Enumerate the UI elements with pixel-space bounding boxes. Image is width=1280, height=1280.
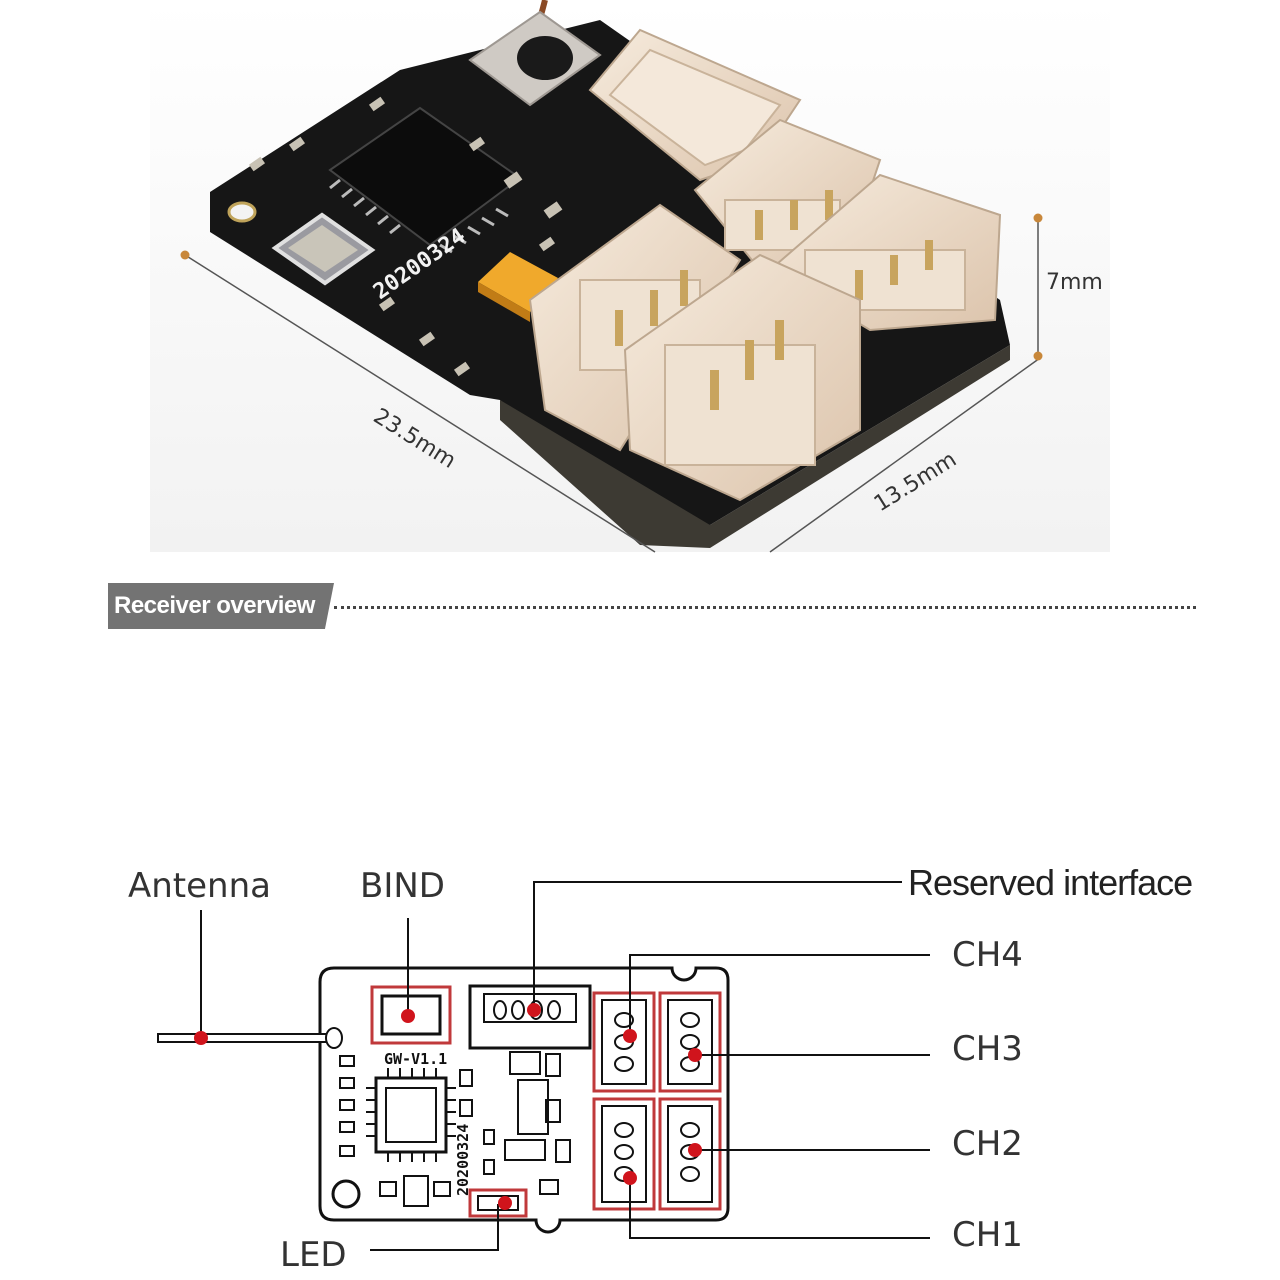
dimension-height-label: 7mm: [1046, 270, 1103, 295]
silkscreen-date: 20200324: [454, 1124, 472, 1196]
passive-pads: [339, 1051, 571, 1207]
marker-ch4: [623, 1029, 637, 1043]
connector-ch1: [623, 253, 861, 502]
mcu-chip: [328, 106, 522, 254]
section-divider: [334, 606, 1196, 609]
bind-button: [468, 10, 602, 107]
connector-reserved: [588, 28, 802, 182]
silkscreen-model: GW-V1.1: [384, 1050, 447, 1068]
marker-reserved: [527, 1003, 541, 1017]
marker-dots: [194, 1003, 702, 1210]
marker-ch1: [623, 1171, 637, 1185]
smd-components: [248, 96, 563, 377]
marker-antenna: [194, 1031, 208, 1045]
crystal-oscillator: [271, 212, 376, 286]
marker-ch2: [688, 1143, 702, 1157]
label-led: LED: [280, 1235, 347, 1275]
board-outline: [318, 966, 730, 1234]
led-component: [468, 1188, 528, 1218]
receiver-photo: 20200324 23.5mm 13.5mm 7mm: [150, 0, 1110, 553]
mcu-footprint: [366, 1068, 456, 1162]
antenna-lead: [157, 1027, 343, 1049]
reserved-interface-connector: [468, 984, 592, 1050]
label-ch1: CH1: [952, 1215, 1023, 1255]
leader-lines: [200, 881, 930, 1251]
marker-led: [498, 1196, 512, 1210]
marker-bind: [401, 1009, 415, 1023]
bind-switch: [370, 985, 452, 1045]
label-antenna: Antenna: [128, 866, 271, 906]
label-ch2: CH2: [952, 1124, 1023, 1164]
marker-ch3: [688, 1048, 702, 1062]
channel-connectors: [592, 991, 722, 1211]
label-bind: BIND: [360, 866, 445, 906]
section-title: Receiver overview: [108, 583, 334, 629]
dimension-height: 7mm: [1033, 213, 1103, 361]
mount-hole: [227, 201, 257, 223]
label-ch4: CH4: [952, 935, 1023, 975]
label-ch3: CH3: [952, 1029, 1023, 1069]
label-reserved-interface: Reserved interface: [908, 862, 1192, 903]
diagram-mount-hole: [331, 1179, 361, 1209]
